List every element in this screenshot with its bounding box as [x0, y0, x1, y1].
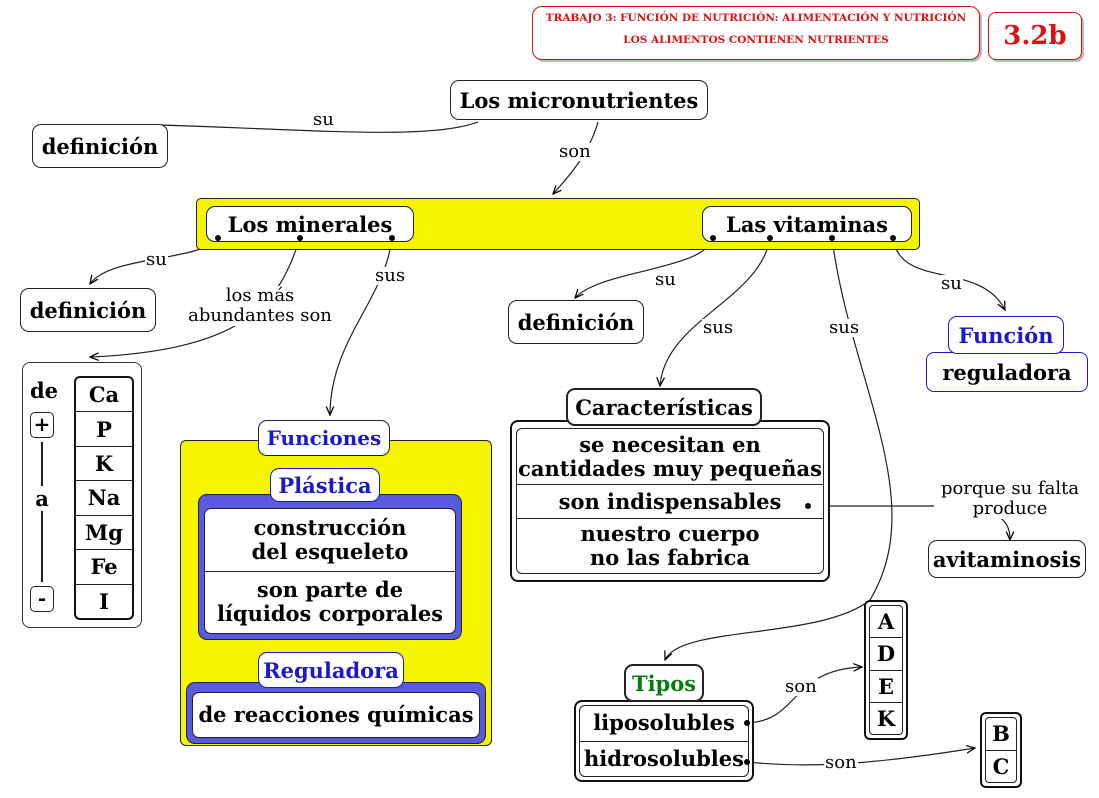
header-title-line1: TRABAJO 3: FUNCIÓN DE NUTRICIÓN: ALIMENT…	[545, 12, 967, 24]
header-title-line2: LOS ALIMENTOS CONTIENEN NUTRIENTES	[623, 34, 889, 46]
plastica-item-1-text: construcción del esqueleto	[251, 514, 409, 564]
dot-liposolubles	[744, 720, 750, 726]
node-vitaminas: Las vitaminas	[702, 206, 912, 242]
link-label-su-vit-def: su	[654, 269, 677, 290]
scale-plus: +	[30, 412, 54, 438]
plastica-list: construcción del esqueleto son parte de …	[204, 508, 456, 634]
link-label-sus-tipos: sus	[828, 317, 861, 338]
element-k: K	[76, 447, 132, 482]
link-label-sus-funciones: sus	[374, 265, 407, 286]
element-mg: Mg	[76, 516, 132, 551]
node-definicion-top: definición	[32, 124, 168, 168]
element-na: Na	[76, 481, 132, 516]
lipo-vitamins-list: A D E K	[864, 600, 908, 740]
reguladora-item-1: de reacciones químicas	[198, 702, 474, 727]
link-label-son-top: son	[558, 141, 592, 162]
caracteristica-item-2-text: son indispensables	[558, 488, 782, 514]
scale-minus: -	[30, 586, 54, 612]
link-label-su-top: su	[312, 109, 335, 130]
plastica-item-2-text: son parte de líquidos corporales	[216, 577, 444, 627]
page-code: 3.2b	[988, 12, 1082, 60]
vitamin-a: A	[870, 606, 902, 639]
tipos-list: liposolubles hidrosolubles	[574, 700, 754, 782]
node-avitaminosis: avitaminosis	[928, 540, 1086, 578]
dot-hidrosolubles	[744, 759, 750, 765]
caracteristicas-list: se necesitan en cantidades muy pequeñas …	[510, 420, 830, 582]
plastica-item-1: construcción del esqueleto	[205, 509, 455, 572]
page-code-label: 3.2b	[1003, 21, 1067, 51]
plastica-item-2: son parte de líquidos corporales	[205, 572, 455, 634]
link-sus-tipos	[665, 237, 893, 660]
link-sus-funciones	[330, 237, 393, 415]
dot-vit-2	[767, 235, 773, 241]
scale-arrow-line	[41, 442, 43, 582]
node-caracteristicas: Características	[566, 388, 762, 426]
hidro-inner: B C	[985, 717, 1017, 783]
link-label-su-min: su	[145, 249, 168, 270]
node-tipos: Tipos	[624, 664, 704, 702]
dot-min-3	[389, 235, 395, 241]
node-definicion-min: definición	[20, 288, 156, 332]
link-label-porque: porque su falta produce	[934, 479, 1086, 519]
dot-min-2	[297, 235, 303, 241]
vitamin-c: C	[992, 753, 1010, 779]
node-minerales: Los minerales	[206, 206, 414, 242]
reguladora-list: de reacciones químicas	[192, 692, 480, 738]
node-reguladora: Reguladora	[258, 652, 404, 688]
scale-mid: a	[30, 486, 54, 511]
dot-min-1	[215, 235, 221, 241]
link-label-abundantes: los más abundantes son	[182, 286, 338, 326]
link-label-son-hidro: son	[824, 752, 858, 773]
caracteristica-item-2: son indispensables	[517, 485, 823, 519]
dot-vit-1	[710, 235, 716, 241]
tipo-hidrosolubles: hidrosolubles	[584, 745, 744, 771]
hidro-vitamins-list: B C	[980, 712, 1022, 788]
node-micronutrientes: Los micronutrientes	[450, 80, 708, 120]
header-banner: TRABAJO 3: FUNCIÓN DE NUTRICIÓN: ALIMENT…	[532, 6, 980, 60]
caracteristica-item-3: nuestro cuerpo no las fabrica	[517, 519, 823, 573]
caracteristicas-inner: se necesitan en cantidades muy pequeñas …	[516, 428, 824, 574]
link-son-hidro	[747, 748, 975, 766]
link-label-sus-caracteristicas: sus	[702, 317, 735, 338]
vitamin-e: E	[870, 671, 902, 703]
dot-vit-4	[890, 235, 896, 241]
tipo-liposolubles: liposolubles	[580, 706, 748, 742]
link-sus-caracteristicas	[660, 237, 771, 386]
caracteristica-item-1: se necesitan en cantidades muy pequeñas	[517, 429, 823, 485]
vitamin-b: B	[986, 718, 1016, 751]
caracteristica-item-3-text: nuestro cuerpo no las fabrica	[580, 521, 760, 570]
link-label-su-funcion: su	[940, 273, 963, 294]
element-ca: Ca	[76, 378, 132, 413]
node-reguladora-top: reguladora	[942, 359, 1072, 385]
link-su-top	[159, 121, 479, 133]
link-label-son-lipo: son	[784, 676, 818, 697]
elements-list: Ca P K Na Mg Fe I	[74, 376, 134, 620]
node-funcion: Función	[948, 316, 1064, 354]
vitamin-d: D	[870, 638, 902, 671]
element-i: I	[99, 588, 109, 614]
link-su-funcion	[892, 237, 1005, 310]
element-p: P	[76, 412, 132, 447]
caracteristica-item-1-text: se necesitan en cantidades muy pequeñas	[518, 431, 822, 481]
tipos-inner: liposolubles hidrosolubles	[579, 705, 749, 777]
scale-top: de	[30, 378, 59, 403]
dot-indispensables	[805, 503, 811, 509]
vitamin-k: K	[876, 705, 896, 731]
node-funcion-group: reguladora	[926, 352, 1088, 392]
lipo-inner: A D E K	[869, 605, 903, 735]
element-fe: Fe	[76, 550, 132, 585]
node-funciones: Funciones	[258, 420, 390, 456]
node-plastica: Plástica	[270, 468, 380, 502]
node-definicion-vit: definición	[508, 300, 644, 344]
dot-vit-3	[829, 235, 835, 241]
